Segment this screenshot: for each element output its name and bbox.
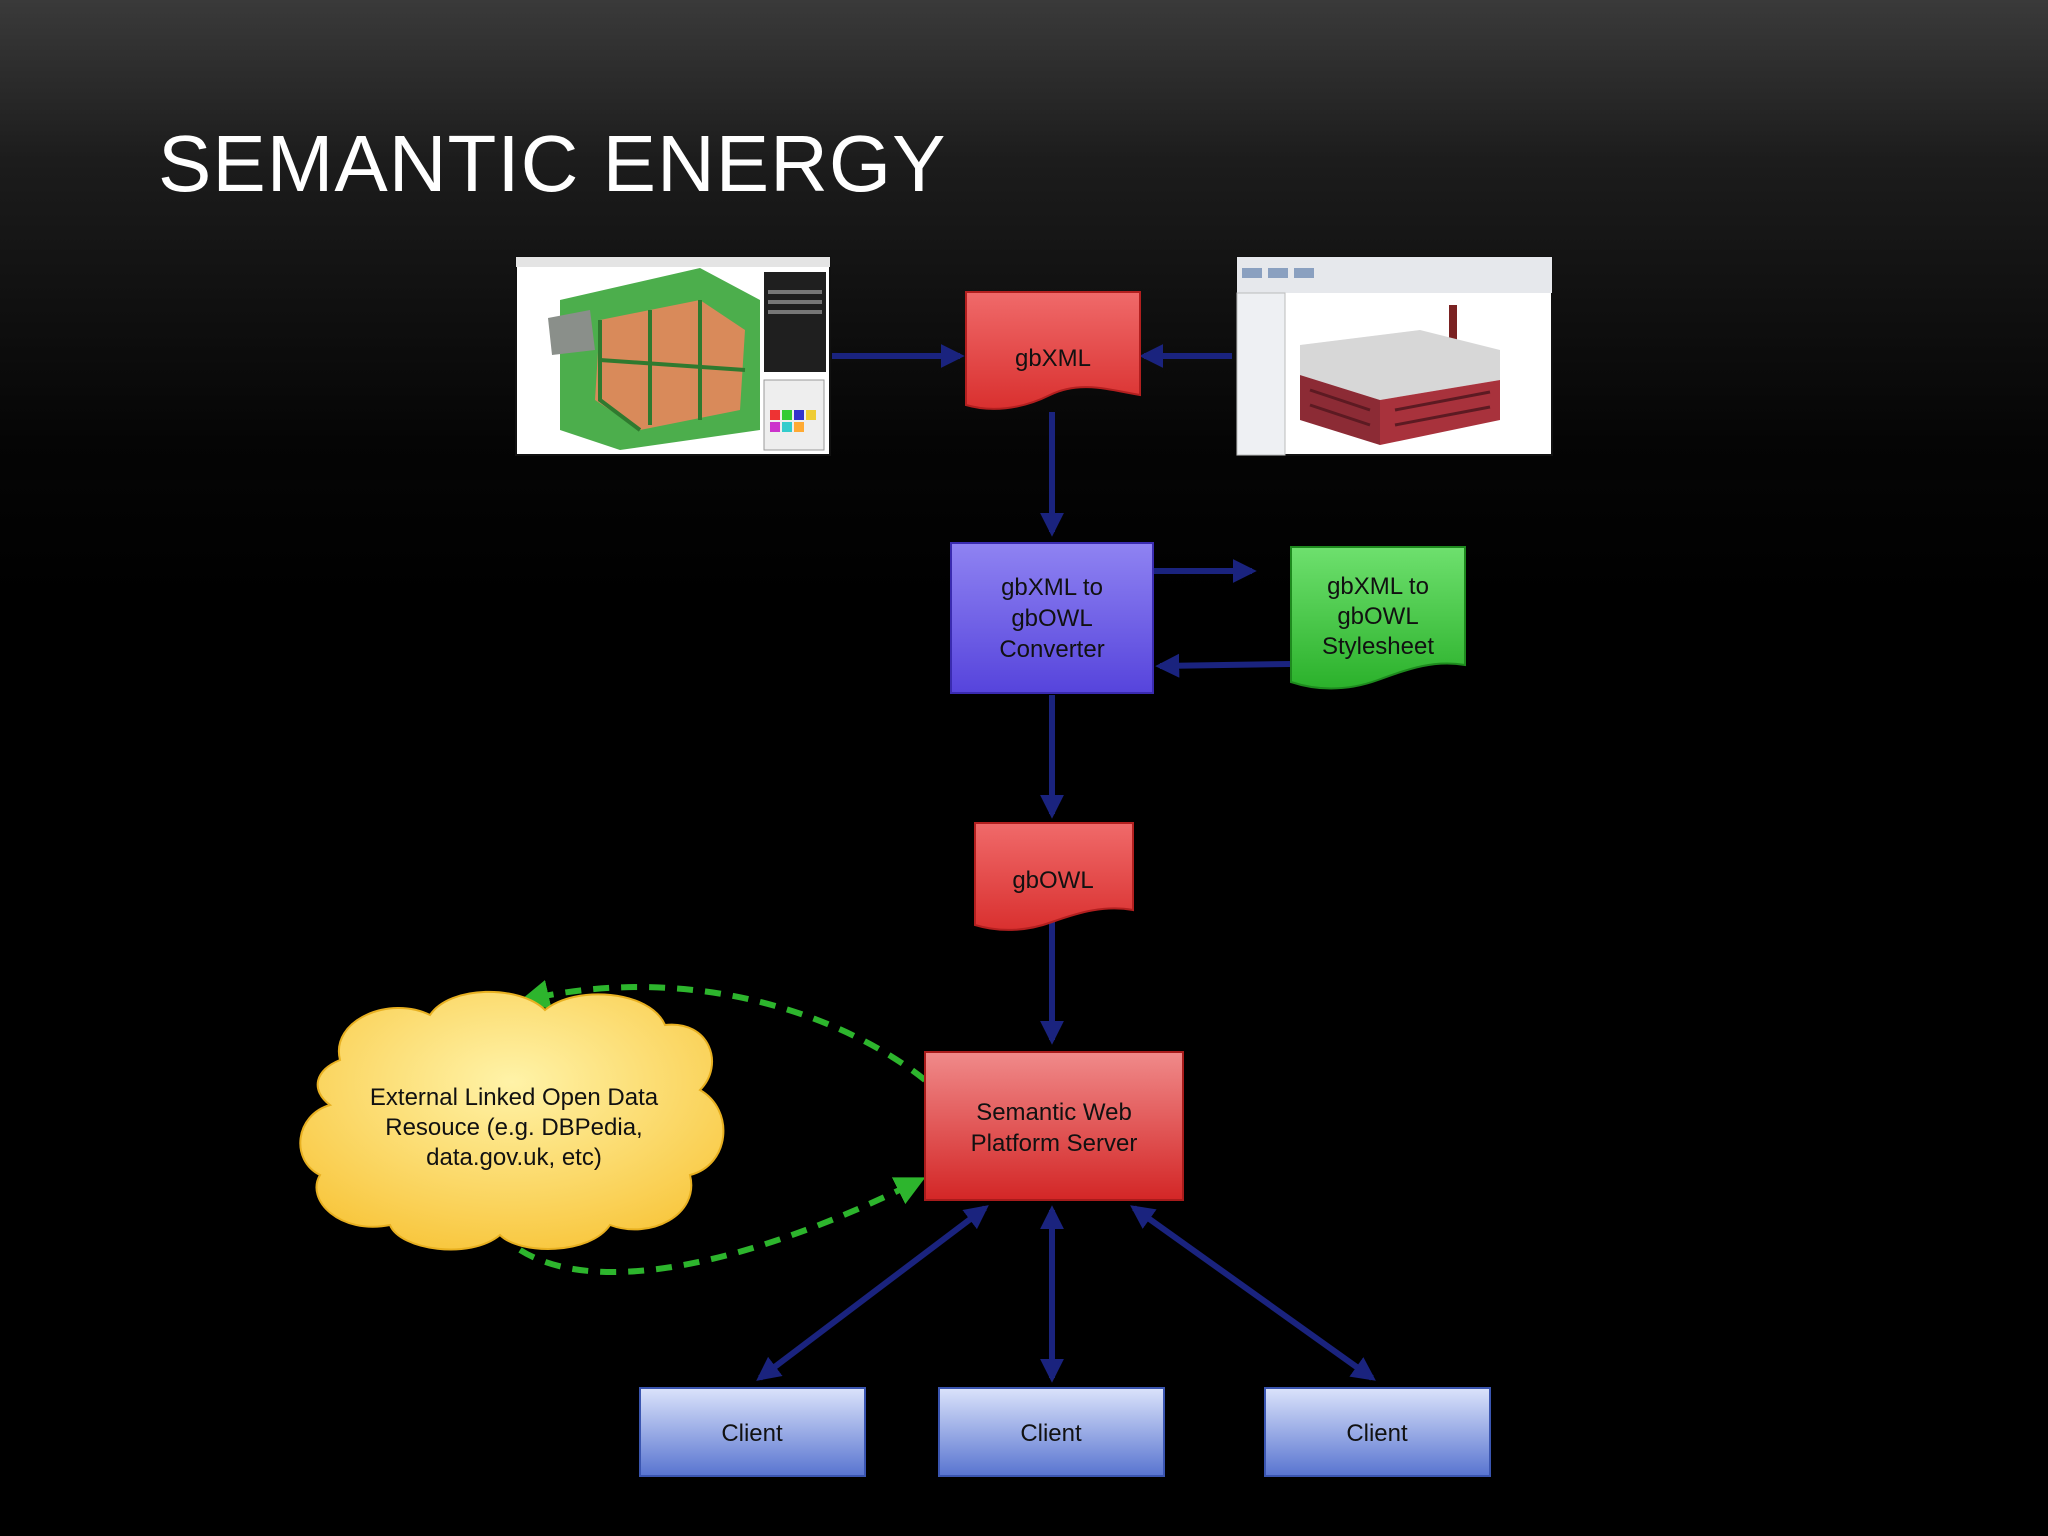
client-box-2: Client xyxy=(938,1387,1165,1477)
arrow-server-client-3 xyxy=(1130,1205,1376,1381)
converter-label-line-3: Converter xyxy=(999,636,1104,663)
server-label-line-1: Semantic Web xyxy=(976,1099,1132,1126)
slide-title: SEMANTIC ENERGY xyxy=(158,119,947,208)
converter-box: gbXML to gbOWL Converter xyxy=(950,542,1154,694)
client-label: Client xyxy=(1020,1420,1082,1447)
arrow-stylesheet-to-converter xyxy=(1155,653,1291,678)
gbowl-label: gbOWL xyxy=(1012,867,1093,894)
semantic-web-server-box: Semantic Web Platform Server xyxy=(924,1051,1184,1201)
building-energy-model-screenshot xyxy=(515,256,831,456)
cloud-label-line-2: Resouce (e.g. DBPedia, xyxy=(385,1114,642,1141)
stylesheet-label-line-1: gbXML to xyxy=(1327,573,1429,600)
client-label: Client xyxy=(721,1420,783,1447)
arrow-server-client-1 xyxy=(756,1205,989,1381)
server-label-line-2: Platform Server xyxy=(971,1130,1138,1157)
cloud-label-line-1: External Linked Open Data xyxy=(370,1084,659,1111)
client-box-3: Client xyxy=(1264,1387,1491,1477)
client-box-1: Client xyxy=(639,1387,866,1477)
client-label: Client xyxy=(1346,1420,1408,1447)
converter-label-line-2: gbOWL xyxy=(1011,605,1092,632)
cloud-label-line-3: data.gov.uk, etc) xyxy=(426,1144,602,1171)
stylesheet-label-line-3: Stylesheet xyxy=(1322,633,1434,660)
arrow-cloud-to-server xyxy=(518,1177,926,1275)
connector-arrows xyxy=(756,344,1376,1383)
gbowl-document: gbOWL xyxy=(974,822,1134,931)
arrow-server-to-cloud xyxy=(519,980,927,1083)
linked-open-data-cloud: External Linked Open Data Resouce (e.g. … xyxy=(299,990,725,1251)
gbxml-label: gbXML xyxy=(1015,345,1091,372)
converter-label-line-1: gbXML to xyxy=(1001,574,1103,601)
stylesheet-document: gbXML to gbOWL Stylesheet xyxy=(1290,546,1466,690)
bim-building-model-screenshot xyxy=(1236,256,1553,456)
gbxml-document: gbXML xyxy=(965,291,1141,410)
linked-data-arrows xyxy=(518,980,927,1275)
stylesheet-label-line-2: gbOWL xyxy=(1337,603,1418,630)
